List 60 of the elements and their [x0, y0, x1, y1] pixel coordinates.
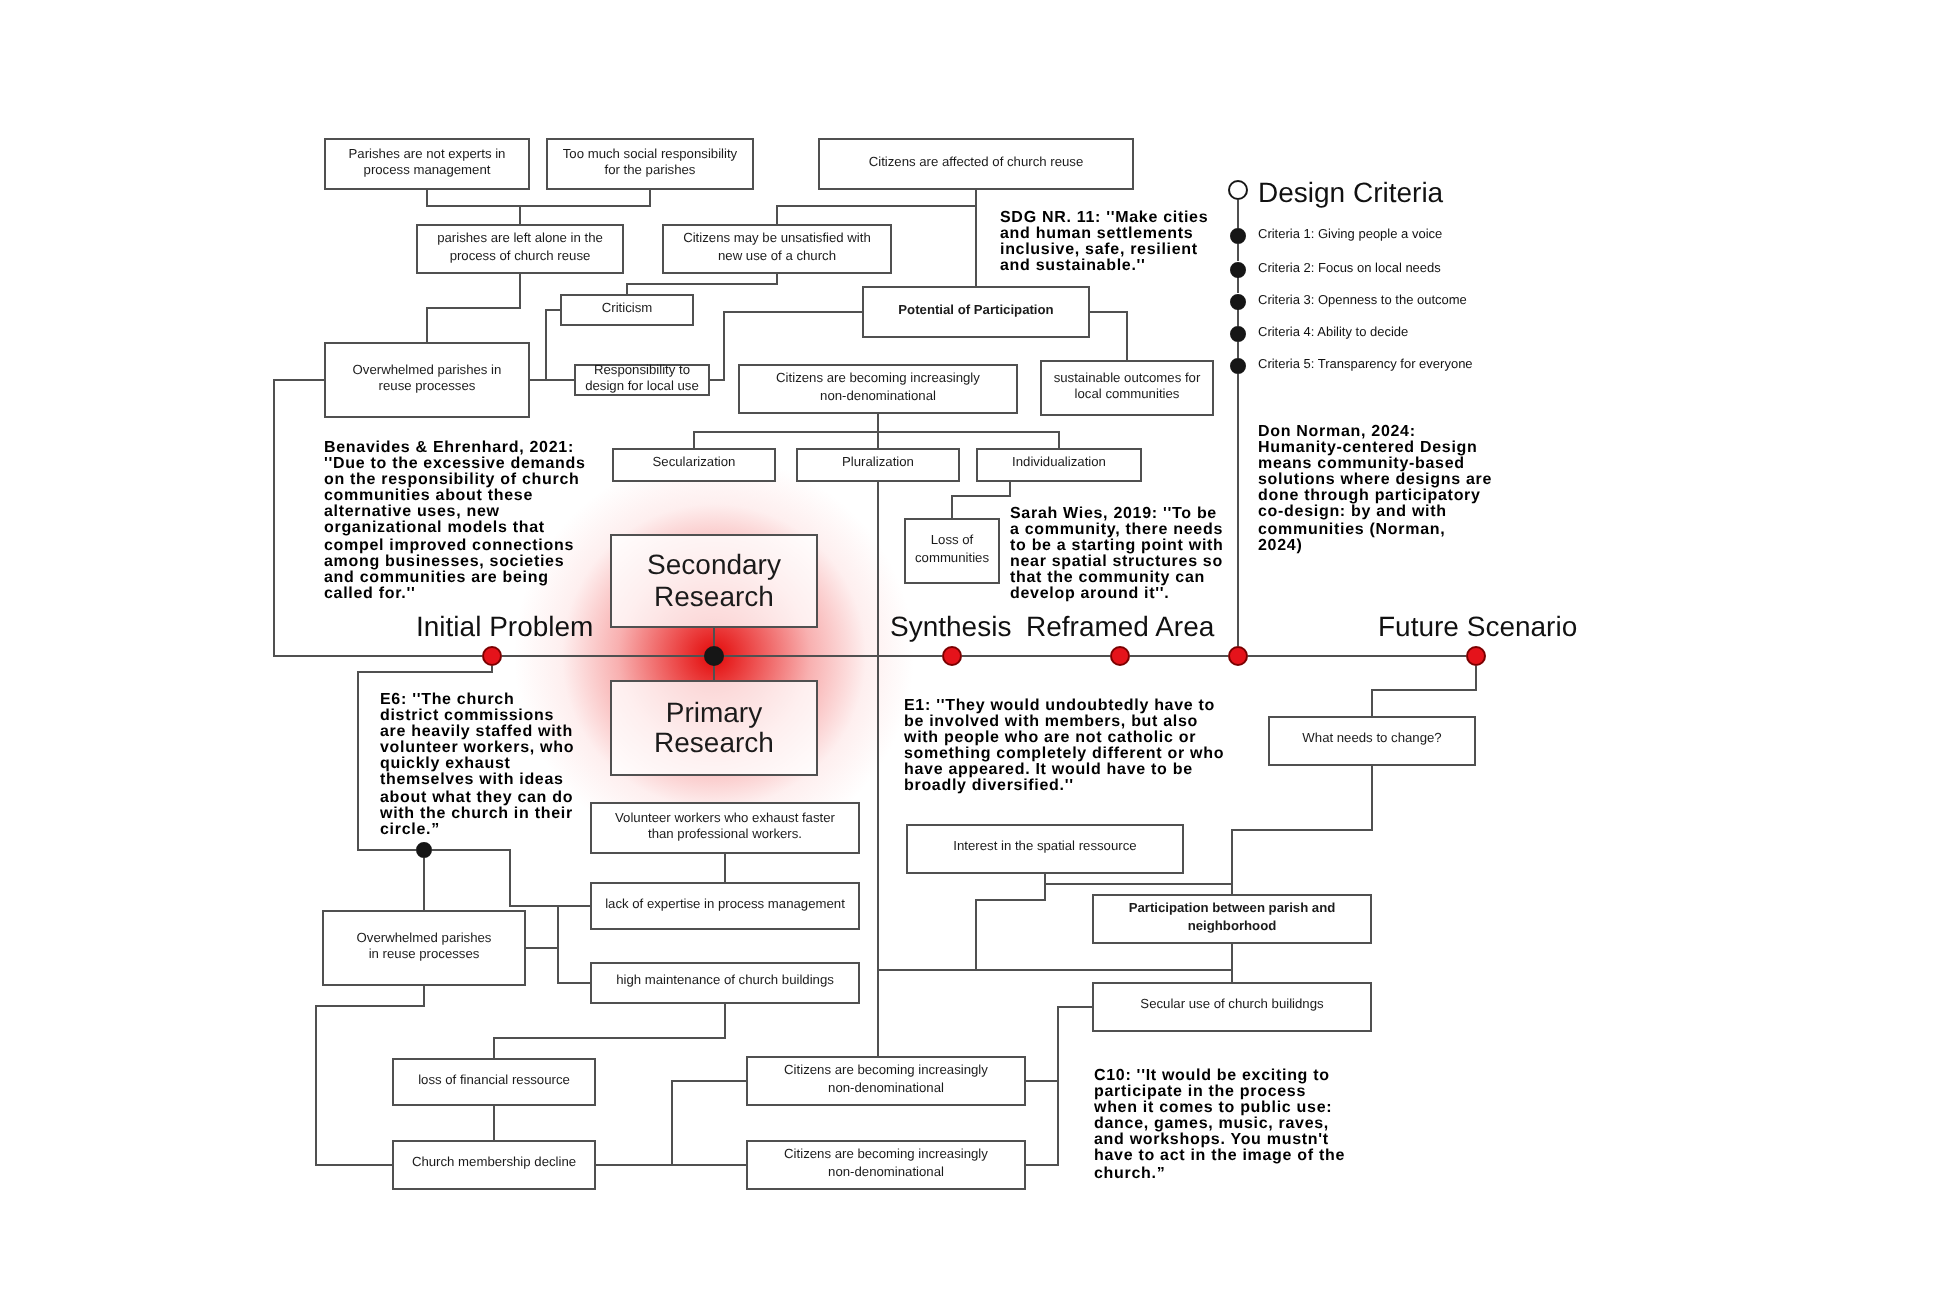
- research-box: Primary Research: [610, 680, 818, 776]
- connector-line: [1237, 308, 1239, 327]
- connector-line: [1237, 373, 1239, 647]
- connector-line: [493, 1003, 726, 1059]
- research-box: Secondary Research: [610, 534, 818, 628]
- milestone-label: Reframed Area: [1026, 610, 1215, 642]
- criteria-dot: [1230, 326, 1246, 342]
- criteria-dot: [1230, 358, 1246, 374]
- milestone-dot: [1466, 646, 1486, 666]
- connector-line: [724, 853, 726, 883]
- quote-text: Sarah Wies, 2019: ''To be a community, there needs to be a starting point with near spatial structures so that the community can develop around it''.: [1010, 506, 1226, 604]
- junction-dot: [704, 646, 724, 666]
- connector-line: [519, 189, 651, 225]
- criteria-dot: [1230, 261, 1246, 277]
- connector-line: [1371, 665, 1477, 717]
- connector-line: [493, 1105, 495, 1141]
- connector-line: [723, 655, 943, 657]
- connector-line: [713, 627, 715, 647]
- connector-line: [1237, 199, 1239, 229]
- criteria-dot: [1230, 228, 1246, 244]
- hollow-circle-marker: [1228, 180, 1248, 200]
- criteria-dot: [1230, 293, 1246, 309]
- milestone-label: Synthesis: [890, 610, 1012, 642]
- quote-text: E6: ''The church district commissions are heavily staffed with volunteer workers, who quickly exhaust themselves with ideas about what they can do with the church in their circle.”: [380, 692, 577, 838]
- connector-line: [529, 379, 575, 381]
- quote-text: Benavides & Ehrenhard, 2021: ''Due to the excessive demands on the responsibility of church communities about these alternative uses, new organizational models that compel improved connections among businesses, societies and communities are being called for.'': [324, 440, 586, 602]
- milestone-dot: [942, 646, 962, 666]
- connector-line: [315, 985, 425, 1166]
- connector-line: [975, 189, 977, 287]
- connector-line: [626, 273, 778, 295]
- milestone-label: Future Scenario: [1378, 610, 1578, 642]
- quote-text: E1: ''They would undoubtedly have to be involved with members, but also with people who are not catholic or something completely different or who have appeared. It would have to be broadly diversified.'': [904, 698, 1227, 796]
- milestone-dot: [1228, 646, 1248, 666]
- connector-line: [595, 1164, 747, 1166]
- connector-line: [426, 273, 521, 343]
- connector-line: [525, 947, 591, 984]
- connector-line: [273, 379, 483, 657]
- connector-line: [713, 665, 715, 681]
- connector-line: [951, 481, 1011, 519]
- junction-dot: [416, 842, 432, 858]
- connector-line: [1237, 276, 1239, 294]
- connector-line: [1237, 341, 1239, 359]
- connector-line: [1025, 1006, 1093, 1166]
- connector-line: [1237, 243, 1239, 262]
- quote-text: SDG NR. 11: ''Make cities and human settlements inclusive, safe, resilient and sustainable.'': [1000, 210, 1211, 275]
- quote-text: C10: ''It would be exciting to participate in the process when it comes to public use: dance, games, music, raves, and workshops. You mustn't have to act in the image of the church.”: [1094, 1068, 1348, 1182]
- connector-line: [1089, 311, 1128, 361]
- connector-line: [961, 655, 1111, 657]
- connector-line: [357, 665, 493, 851]
- connector-line: [501, 655, 705, 657]
- milestone-dot: [1110, 646, 1130, 666]
- connector-line: [423, 857, 425, 911]
- milestone-dot: [482, 646, 502, 666]
- connector-line: [877, 413, 1060, 449]
- criteria-heading: Design Criteria: [1258, 176, 1444, 208]
- connector-line: [1129, 655, 1229, 657]
- quote-text: Don Norman, 2024: Humanity-centered Design means community-based solutions where designs are done through participatory co-design: by and with communities (Norman, 2024): [1258, 424, 1494, 554]
- connector-line: [709, 311, 863, 381]
- connector-line: [1247, 655, 1467, 657]
- milestone-label: Initial Problem: [416, 610, 594, 642]
